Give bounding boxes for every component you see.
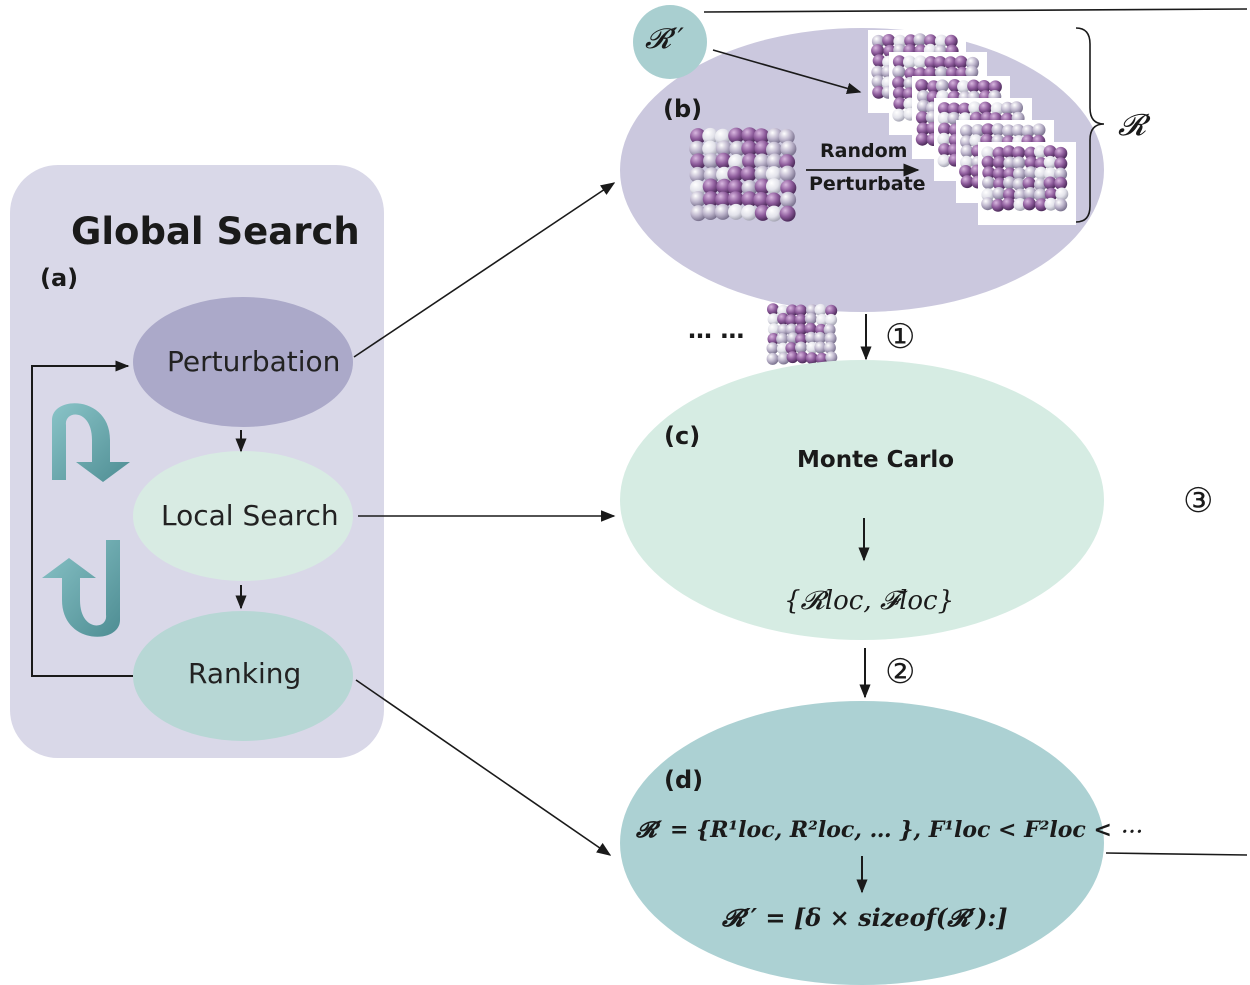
arrow-r-double-prime-to-stack (712, 49, 862, 94)
panel-c-tag: (c) (664, 422, 701, 450)
monte-carlo-ellipse (620, 360, 1104, 640)
feedback-line-top (703, 8, 1248, 13)
perturbation-node (133, 297, 353, 427)
perturbation-label: Perturbation (167, 345, 341, 378)
perturbate-label: Perturbate (809, 173, 926, 195)
ranking-node (133, 611, 353, 741)
local-search-node (133, 451, 353, 581)
step-three-marker: ③ (1183, 481, 1214, 521)
ellipsis-label: … … (688, 316, 745, 344)
cycle-icon (42, 403, 130, 637)
local-search-label: Local Search (161, 499, 339, 532)
monte-carlo-title: Monte Carlo (797, 447, 955, 473)
arrow-to-panel-d (355, 679, 612, 856)
local-set-output: {𝓡loc, 𝓕loc} (784, 586, 955, 616)
ranked-set-equation: 𝓡′ = {R¹loc, R²loc, … }, F¹loc < F²loc <… (636, 817, 1142, 843)
ranking-label: Ranking (188, 657, 302, 690)
panel-d-tag: (d) (664, 766, 704, 794)
perturbed-structure-6 (978, 142, 1076, 225)
set-brace (1075, 27, 1105, 223)
panel-b-tag: (b) (663, 95, 703, 123)
step-two-marker: ② (885, 652, 916, 692)
set-r-label: 𝓡 (1118, 108, 1147, 143)
random-label: Random (820, 140, 908, 162)
ranking-ellipse (620, 701, 1104, 985)
crystal-clusters (689, 30, 1076, 365)
feedback-line-bottom (1105, 852, 1248, 856)
selection-equation: 𝓡′′ = [δ × sizeof(𝓡′):] (722, 903, 1008, 932)
panel-a-tag: (a) (40, 264, 79, 292)
r-double-prime-label: 𝓡′′ (645, 22, 684, 55)
main-crystal-cluster (689, 127, 797, 222)
global-search-title: Global Search (71, 210, 360, 253)
arrow-to-panel-b (353, 182, 616, 358)
step-one-marker: ① (885, 317, 916, 357)
feedback-loop-arrow (31, 360, 133, 677)
r-double-prime-badge (633, 5, 707, 79)
selected-structure (766, 303, 838, 365)
